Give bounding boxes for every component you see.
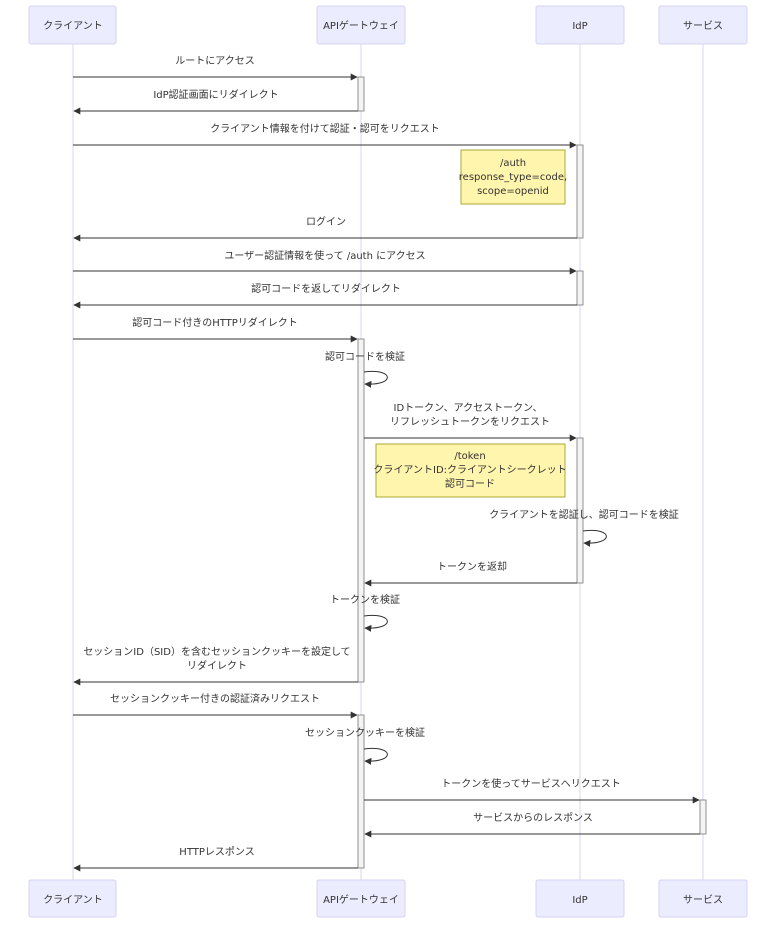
note-line: /token xyxy=(454,451,485,462)
activations xyxy=(357,76,707,869)
self-message: トークンを検証 xyxy=(330,593,400,632)
activation-gateway xyxy=(357,76,365,112)
note-line: response_type=code, xyxy=(459,172,567,183)
note-token: /token クライアントID:クライアントシークレット 認可コード xyxy=(373,443,567,498)
note-line: クライアントID:クライアントシークレット xyxy=(373,464,566,476)
message-label: サービスからのレスポンス xyxy=(473,812,593,824)
self-message: セッションクッキーを検証 xyxy=(305,726,425,765)
message-label: セッションクッキーを検証 xyxy=(305,726,425,739)
message-label: トークンを使ってサービスへリクエスト xyxy=(441,777,621,790)
message-arrow: セッションクッキー付きの認証済みリクエスト xyxy=(73,692,358,719)
message-label: 認可コードを返してリダイレクト xyxy=(251,282,401,295)
message-arrow: 認可コード付きのHTTPリダイレクト xyxy=(73,316,358,343)
message-label: セッションクッキー付きの認証済みリクエスト xyxy=(110,692,320,705)
participant-idp: IdP xyxy=(535,5,625,45)
note-auth: /auth response_type=code, scope=openid xyxy=(459,149,567,205)
participant-label: IdP xyxy=(572,895,587,906)
participant-client: クライアント xyxy=(28,5,117,45)
activation-gateway xyxy=(357,338,365,683)
message-arrow: トークンを使ってサービスへリクエスト xyxy=(364,777,700,804)
message-label: クライアントを認証し、認可コードを検証 xyxy=(489,508,679,521)
message-label: 認可コードを検証 xyxy=(325,350,405,363)
participant-gateway: APIゲートウェイ xyxy=(316,5,406,45)
participant-label: サービス xyxy=(683,20,723,32)
self-message: クライアントを認証し、認可コードを検証 xyxy=(489,508,679,547)
activation-service xyxy=(699,799,707,835)
message-arrow: IDトークン、アクセストークン、 リフレッシュトークンをリクエスト xyxy=(364,402,577,442)
message-arrow: ユーザー認証情報を使って /auth にアクセス xyxy=(73,249,577,275)
participant-label: サービス xyxy=(683,894,723,906)
message-label: IDトークン、アクセストークン、 xyxy=(394,402,543,414)
message-arrow: クライアント情報を付けて認証・認可をリクエスト xyxy=(73,122,577,149)
message-label: リダイレクト xyxy=(187,659,247,672)
participant-idp: IdP xyxy=(535,879,625,918)
participant-label: IdP xyxy=(572,21,587,32)
note-line: /auth xyxy=(500,158,526,169)
message-label: クライアント情報を付けて認証・認可をリクエスト xyxy=(210,122,440,135)
message-arrow: ログイン xyxy=(73,215,577,242)
message-arrow: ルートにアクセス xyxy=(73,55,358,81)
participant-label: APIゲートウェイ xyxy=(323,894,399,906)
message-arrow: サービスからのレスポンス xyxy=(364,812,700,838)
participant-label: クライアント xyxy=(43,894,103,906)
message-label: ルートにアクセス xyxy=(175,55,255,67)
message-label: HTTPレスポンス xyxy=(179,846,254,858)
activation-idp xyxy=(576,144,584,239)
message-arrow: セッションID（SID）を含むセッションクッキーを設定して リダイレクト xyxy=(73,645,358,686)
note-line: 認可コード xyxy=(445,477,495,490)
participant-client: クライアント xyxy=(28,879,117,918)
participant-service: サービス xyxy=(658,5,748,45)
message-arrow: トークンを返却 xyxy=(364,561,577,587)
participant-label: APIゲートウェイ xyxy=(323,20,399,32)
participant-service: サービス xyxy=(658,879,748,918)
message-label: トークンを返却 xyxy=(437,561,507,573)
message-label: リフレッシュトークンをリクエスト xyxy=(390,416,550,428)
messages: ルートにアクセス IdP認証画面にリダイレクト クライアント情報を付けて認証・認… xyxy=(73,55,700,872)
participants-bottom: クライアント APIゲートウェイ IdP サービス xyxy=(28,879,748,918)
self-message: 認可コードを検証 xyxy=(325,350,405,388)
activation-gateway xyxy=(357,714,365,869)
participants-top: クライアント APIゲートウェイ IdP サービス xyxy=(28,5,748,45)
message-arrow: HTTPレスポンス xyxy=(73,846,358,872)
message-label: ログイン xyxy=(306,215,346,228)
activation-idp xyxy=(576,270,584,306)
message-label: セッションID（SID）を含むセッションクッキーを設定して xyxy=(83,645,350,658)
participant-label: クライアント xyxy=(43,20,103,32)
message-arrow: 認可コードを返してリダイレクト xyxy=(73,282,577,309)
activation-idp xyxy=(576,437,584,584)
message-label: トークンを検証 xyxy=(330,593,400,606)
message-label: 認可コード付きのHTTPリダイレクト xyxy=(132,316,298,329)
message-label: ユーザー認証情報を使って /auth にアクセス xyxy=(224,249,425,262)
message-arrow: IdP認証画面にリダイレクト xyxy=(73,88,358,115)
participant-gateway: APIゲートウェイ xyxy=(316,879,406,918)
message-label: IdP認証画面にリダイレクト xyxy=(153,88,278,101)
note-line: scope=openid xyxy=(477,186,549,197)
